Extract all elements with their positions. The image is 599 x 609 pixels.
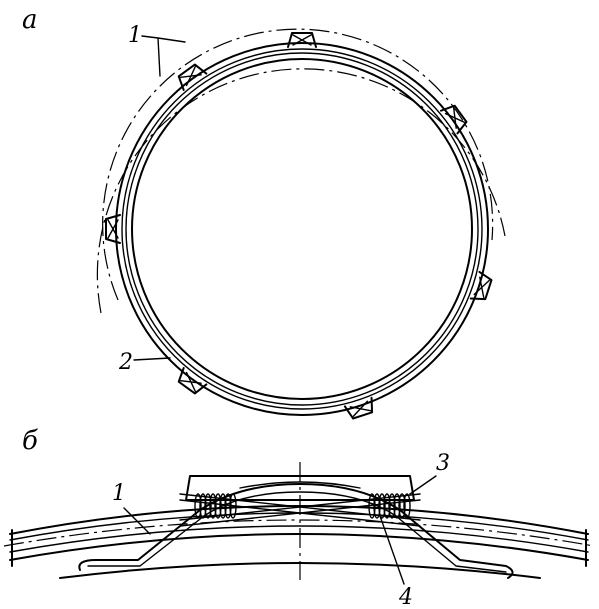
coil-turn: [209, 493, 217, 519]
coil-turn: [373, 493, 381, 519]
part-b-label: б: [22, 426, 38, 456]
part-b-drawing: б 1 3 4: [3, 426, 595, 609]
right-coil: [368, 493, 411, 519]
ring-outer-edge: [115, 42, 489, 416]
outer-shell-upper: [9, 505, 589, 535]
inner-dash-dot-arc: [102, 28, 494, 301]
ring-inner-line: [125, 52, 479, 406]
coil-turn: [224, 493, 232, 519]
coil-turn: [398, 493, 406, 519]
clamp-block: [177, 63, 208, 91]
shell-center-line: [3, 519, 595, 547]
coil-turn: [383, 493, 391, 519]
coil-turn: [378, 493, 386, 519]
coil-turn: [229, 493, 237, 519]
coil-turn: [219, 493, 227, 519]
clamp-block: [105, 214, 121, 244]
callout-3-b: 3: [436, 451, 450, 476]
coil-turn: [194, 493, 202, 519]
coil-turn: [368, 493, 376, 519]
inner-shell-upper: [9, 525, 589, 553]
callout-1-leader-b: [123, 507, 151, 535]
bent-brace-inner: [87, 491, 507, 573]
clamp-blocks: [105, 32, 493, 420]
clamp-block: [440, 104, 468, 135]
ring-middle-line: [121, 48, 483, 410]
coil-turn: [199, 493, 207, 519]
part-a-label: а: [22, 5, 38, 35]
coil-turn: [214, 493, 222, 519]
callout-4-b: 4: [398, 585, 413, 609]
clamp-block: [469, 270, 493, 301]
bent-brace: [78, 483, 514, 579]
inner-shell-lower: [9, 533, 589, 561]
coil-turn: [403, 493, 411, 519]
callout-2-leader-a: [133, 357, 171, 361]
coil-turn: [388, 493, 396, 519]
callout-2-a: 2: [118, 350, 133, 375]
clamp-block: [287, 32, 317, 48]
clamp-block: [177, 367, 208, 395]
coil-turn: [204, 493, 212, 519]
callout-1-leader-a: [141, 35, 186, 77]
coil-turn: [393, 493, 401, 519]
ring-inner-edge: [131, 58, 473, 400]
callout-1-a: 1: [128, 23, 142, 48]
part-a-drawing: а 1 2: [22, 5, 506, 420]
left-coil: [194, 493, 237, 519]
callout-1-b: 1: [112, 481, 126, 506]
callout-4-leader-b: [379, 515, 405, 585]
callout-3-leader-b: [409, 475, 437, 495]
outer-dash-dot-arc: [96, 68, 506, 314]
clamp-block: [343, 396, 374, 420]
